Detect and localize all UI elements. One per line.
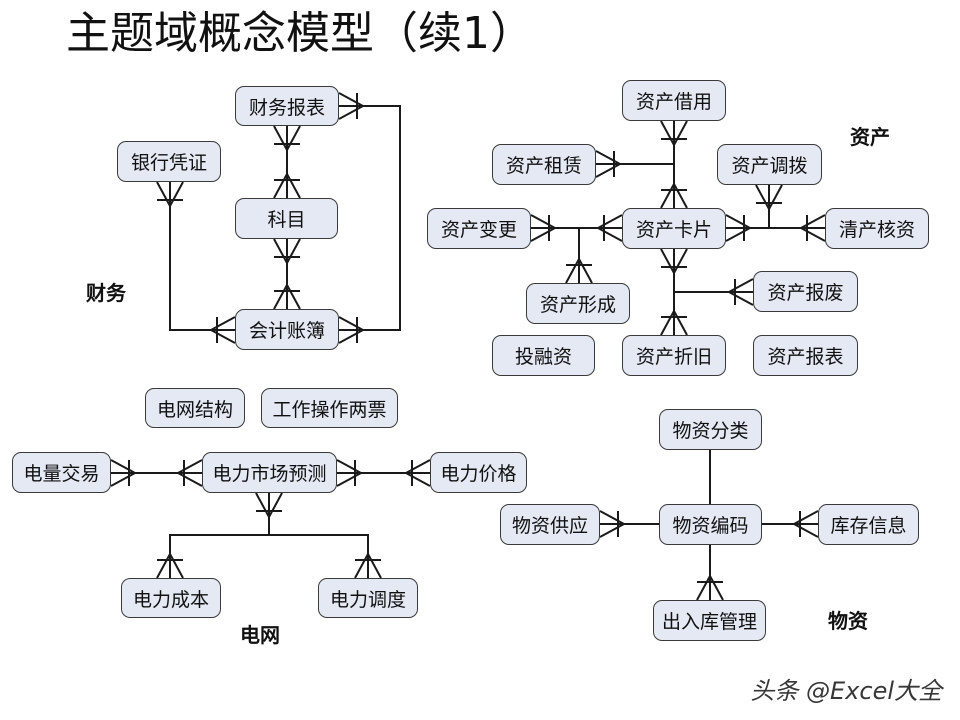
entity-investment: 投融资: [492, 335, 595, 376]
entity-financial-report: 财务报表: [235, 86, 339, 126]
crows-foot-marker: [696, 575, 724, 601]
crows-foot-marker: [725, 214, 751, 242]
crows-foot-marker: [660, 120, 688, 146]
crows-foot-marker: [338, 316, 364, 344]
crows-foot-marker: [660, 310, 688, 336]
entity-subject: 科目: [235, 198, 338, 239]
link-voucher-book: [169, 182, 235, 331]
crows-foot-marker: [110, 459, 136, 487]
crows-foot-marker: [156, 181, 184, 207]
entity-power-price: 电力价格: [430, 452, 527, 493]
crows-foot-marker: [255, 492, 283, 518]
crows-foot-marker: [755, 184, 783, 210]
entity-material-category: 物资分类: [659, 409, 762, 450]
page-title: 主题域概念模型（续1）: [66, 8, 534, 59]
entity-warehouse-mgmt: 出入库管理: [653, 600, 766, 641]
domain-label-finance: 财务: [86, 281, 126, 305]
entity-asset-lease: 资产租赁: [492, 144, 596, 185]
entity-market-forecast: 电力市场预测: [202, 452, 337, 493]
entity-asset-form: 资产形成: [526, 283, 630, 324]
link-forecast-dispatch: [269, 534, 369, 578]
entity-grid-structure: 电网结构: [145, 388, 245, 428]
relationship-lines: [110, 92, 826, 601]
entity-material-supply: 物资供应: [500, 504, 600, 545]
crows-foot-marker: [660, 183, 688, 209]
entity-accounting-book: 会计账簿: [235, 309, 339, 350]
crows-foot-marker: [210, 316, 236, 344]
entity-asset-borrow: 资产借用: [622, 80, 726, 121]
link-forecast-cost: [169, 493, 270, 578]
domain-label-grid: 电网: [240, 623, 280, 647]
entity-asset-change: 资产变更: [427, 208, 531, 249]
domain-label-assets: 资产: [850, 125, 890, 149]
crows-foot-marker: [354, 553, 382, 579]
crows-foot-marker: [800, 214, 826, 242]
entity-asset-report: 资产报表: [753, 335, 858, 376]
entity-power-cost: 电力成本: [121, 578, 221, 618]
link-report-book: [339, 105, 401, 331]
entity-asset-transfer: 资产调拨: [717, 144, 822, 185]
crows-foot-marker: [530, 214, 556, 242]
entity-work-tickets: 工作操作两票: [261, 388, 398, 428]
crows-foot-marker: [273, 284, 301, 310]
crows-foot-marker: [793, 510, 819, 538]
crows-foot-marker: [338, 92, 364, 120]
crows-foot-marker: [565, 258, 593, 284]
crows-foot-marker: [273, 173, 301, 199]
crows-foot-marker: [177, 459, 203, 487]
crows-foot-marker: [156, 553, 184, 579]
watermark: 头条 @Excel大全: [750, 677, 942, 705]
crows-foot-marker: [336, 459, 362, 487]
entity-asset-clear: 清产核资: [825, 208, 929, 249]
crows-foot-marker: [273, 238, 301, 264]
entity-inventory-info: 库存信息: [818, 504, 919, 545]
domain-label-materials: 物资: [828, 609, 868, 633]
entity-asset-card: 资产卡片: [622, 208, 726, 249]
entity-material-code: 物资编码: [659, 504, 762, 545]
entity-power-dispatch: 电力调度: [318, 578, 418, 618]
crows-foot-marker: [660, 248, 688, 274]
crows-foot-marker: [405, 459, 431, 487]
entity-asset-depreciation: 资产折旧: [622, 335, 726, 376]
entity-asset-scrap: 资产报废: [753, 271, 858, 312]
crows-foot-marker: [273, 125, 301, 151]
crows-foot-marker: [599, 510, 625, 538]
crows-foot-marker: [595, 150, 621, 178]
entity-bank-voucher: 银行凭证: [117, 141, 221, 182]
crows-foot-marker: [597, 214, 623, 242]
crows-foot-marker: [728, 278, 754, 306]
entity-power-trading: 电量交易: [12, 452, 111, 493]
